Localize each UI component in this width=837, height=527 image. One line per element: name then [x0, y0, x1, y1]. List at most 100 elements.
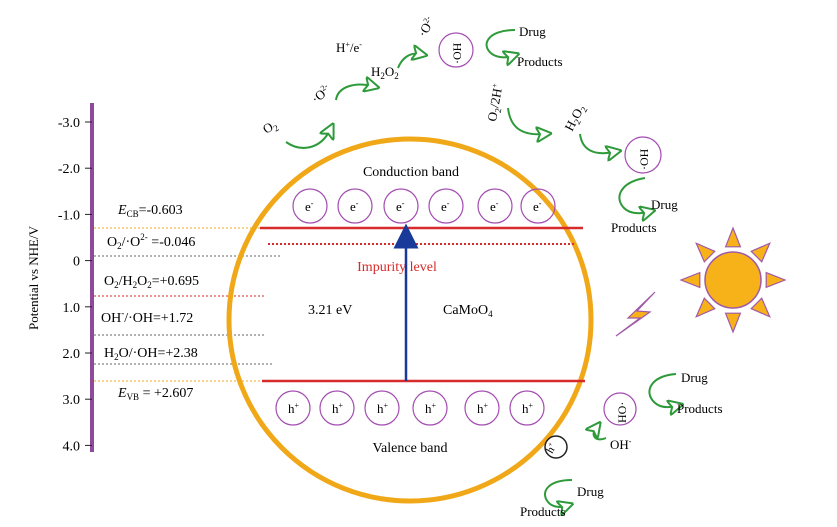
- oh-minus: OH-: [610, 437, 632, 452]
- electron-label: e-: [350, 199, 359, 214]
- hole-circle: [464, 390, 500, 426]
- valence-band-label: Valence band: [372, 441, 447, 456]
- axis-title: Potential vs NHE/V: [26, 225, 41, 330]
- sun-ray: [695, 242, 716, 263]
- superoxide-product: ·O2-: [308, 81, 334, 106]
- h2o2-right: H2O2: [561, 102, 589, 135]
- axis-tick-label: 0: [73, 255, 80, 270]
- ho-radical-text: HO·: [615, 402, 629, 423]
- sun-ray: [750, 297, 771, 318]
- sun-ray: [679, 271, 701, 289]
- hole-label: h+: [288, 401, 300, 416]
- electron-row: e-e-e-e-e-e-: [292, 188, 556, 224]
- electron-label: e-: [305, 199, 314, 214]
- ho-radical-circle: [603, 392, 637, 426]
- o2-2h-label: O2/2H+: [484, 82, 507, 123]
- o2-to-superoxide-arrow: [285, 130, 330, 149]
- axis-tick-label: -2.0: [58, 162, 80, 177]
- drug-loop-right: [618, 177, 648, 213]
- electron-label: e-: [396, 199, 405, 214]
- o2-reactant: O2: [260, 117, 281, 139]
- sun-icon: [615, 226, 787, 337]
- hole-label: h+: [425, 401, 437, 416]
- axis-tick-label: 2.0: [63, 347, 81, 362]
- h2o-radical-label: H2O/·OH=+2.38: [104, 346, 198, 362]
- o2-h2o2-label: O2/H2O2=+0.695: [104, 274, 199, 290]
- sun-ray: [765, 271, 787, 289]
- hole-label: h+: [377, 401, 389, 416]
- oh-radical-circle-right: [624, 136, 662, 174]
- material-label: CaMoO4: [443, 303, 493, 319]
- axis-tick-label: -1.0: [58, 208, 80, 223]
- hole-circle: [275, 390, 311, 426]
- drug-loop-bottom: [544, 479, 572, 507]
- level-guides: [94, 227, 304, 382]
- electron-circle: [520, 188, 556, 224]
- hole-small-text: h+: [543, 441, 559, 456]
- o2-to-h2o2-arrow: [507, 107, 544, 134]
- hydrogen-peroxide-chain: O2/2H+ H2O2 ·OH Drug Products: [484, 82, 678, 235]
- electron-circle: [477, 188, 513, 224]
- oh-radical-text-right: ·OH: [637, 148, 651, 170]
- drug-bottom: Drug: [577, 484, 604, 499]
- level-labels: ECB=-0.603 O2/·O2- =-0.046 O2/H2O2=+0.69…: [101, 203, 199, 402]
- electron-label: e-: [490, 199, 499, 214]
- impurity-level-label: Impurity level: [357, 260, 437, 275]
- hole-label: h+: [332, 401, 344, 416]
- hole-label: h+: [522, 401, 534, 416]
- electron-label: e-: [533, 199, 542, 214]
- conduction-band-label: Conduction band: [363, 165, 459, 180]
- h2o2-to-oh-arrow: [397, 54, 420, 69]
- drug-bottom-right: Drug: [681, 370, 708, 385]
- semiconductor-particle: [226, 136, 594, 504]
- superoxide-top: ·O2-: [415, 14, 438, 39]
- proton-electron-label: H+/e-: [336, 40, 362, 55]
- hole-small-circle: [544, 435, 568, 459]
- products-top: Products: [517, 54, 563, 69]
- superoxide-to-h2o2-arrow: [335, 85, 372, 101]
- electron-circle: [428, 188, 464, 224]
- axis-tick-label: 3.0: [63, 393, 81, 408]
- hole-circle: [509, 390, 545, 426]
- products-bottom-right: Products: [677, 401, 723, 416]
- products-bottom: Products: [520, 504, 566, 519]
- drug-loop-bottom-right: [648, 373, 676, 407]
- sun-ray: [695, 297, 716, 318]
- hydroxyl-chain: HO· OH- Drug Products: [594, 370, 723, 452]
- sun-ray: [750, 242, 771, 263]
- ecb-label: ECB=-0.603: [117, 203, 183, 219]
- h2o2-to-oh-arrow-right: [579, 133, 614, 153]
- o2-superoxide-label: O2/·O2- =-0.046: [107, 232, 195, 251]
- hole-row: h+ h+ h+ h+ h+ h+: [275, 390, 545, 426]
- hole-circle: [319, 390, 355, 426]
- oh-radical-text-top: ·OH: [450, 42, 464, 64]
- superoxide-chain: O2 ·O2- H+/e- H2O2 ·O2- ·OH Drug Product…: [260, 14, 563, 149]
- sun-ray: [724, 226, 742, 248]
- lightning-bolt-icon: [615, 291, 656, 337]
- sun-ray: [724, 312, 742, 334]
- axis-tick-label: 1.0: [63, 301, 81, 316]
- hole-oxidation-chain: h+ Drug Products: [520, 435, 604, 519]
- axis-tick-label: 4.0: [63, 439, 81, 454]
- electron-circle: [337, 188, 373, 224]
- band-gap-label: 3.21 eV: [308, 303, 352, 318]
- evb-label: EVB = +2.607: [117, 386, 193, 402]
- products-right: Products: [611, 220, 657, 235]
- potential-axis: Potential vs NHE/V -3.0 -2.0 -1.0 0 1.0 2.0 3.…: [26, 103, 94, 454]
- drug-right: Drug: [651, 197, 678, 212]
- axis-tick-label: -3.0: [58, 116, 80, 131]
- electron-circle: [383, 188, 419, 224]
- oh-radical-label: OH-/·OH=+1.72: [101, 308, 193, 326]
- drug-top: Drug: [519, 24, 546, 39]
- hole-label: h+: [477, 401, 489, 416]
- oh-radical-circle-top: [438, 32, 474, 68]
- hole-circle: [364, 390, 400, 426]
- sun-disc: [704, 251, 762, 309]
- h2o2-top: H2O2: [371, 64, 399, 81]
- axis-ticks: -3.0 -2.0 -1.0 0 1.0 2.0 3.0 4.0: [58, 116, 92, 454]
- hole-circle: [412, 390, 448, 426]
- electron-label: e-: [441, 199, 450, 214]
- electron-circle: [292, 188, 328, 224]
- drug-loop-top: [485, 29, 515, 57]
